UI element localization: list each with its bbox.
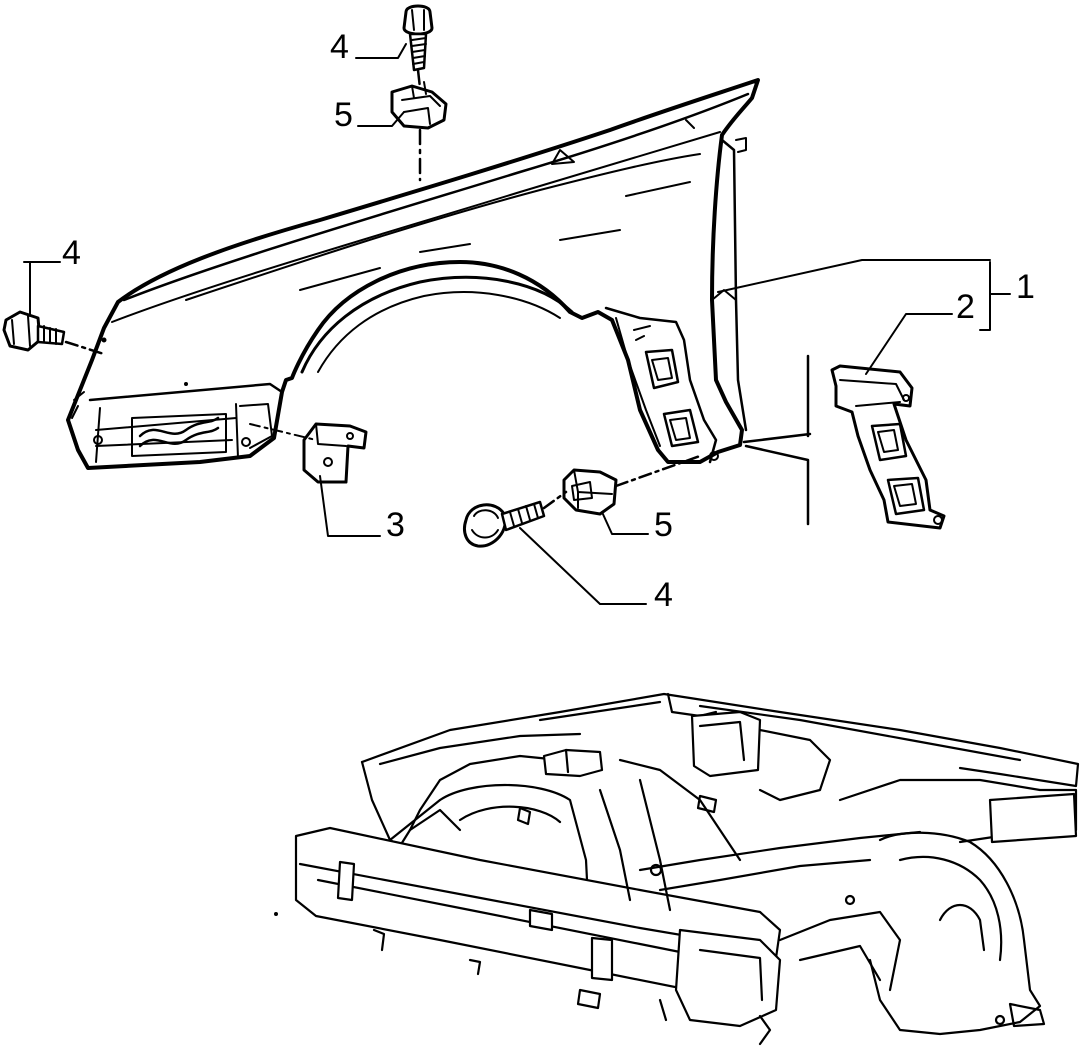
front-body-shell xyxy=(274,692,1080,1046)
callout-numbers: 4 5 4 1 2 3 5 4 xyxy=(62,28,1035,614)
rear-bracket xyxy=(830,364,946,530)
callout-5-top: 5 xyxy=(334,96,353,134)
axis-line-left xyxy=(64,340,106,356)
callout-3: 3 xyxy=(386,506,405,544)
callout-4-left: 4 xyxy=(62,234,81,272)
bolt-left xyxy=(2,310,66,352)
clip-bottom xyxy=(562,468,618,516)
callout-4-bottom: 4 xyxy=(654,576,673,614)
front-fender xyxy=(66,78,760,470)
leader-lines xyxy=(23,43,1011,605)
axis-line-top xyxy=(416,68,422,182)
callout-4-top: 4 xyxy=(330,28,349,66)
bolt-bottom xyxy=(463,500,546,548)
axis-line-front xyxy=(249,423,317,441)
callout-2: 2 xyxy=(956,288,975,326)
callout-5-right: 5 xyxy=(654,506,673,544)
front-bracket xyxy=(302,422,368,484)
callout-1: 1 xyxy=(1016,268,1035,306)
clip-top xyxy=(390,81,448,130)
bolt-top xyxy=(402,4,434,72)
axis-line-bottom xyxy=(542,454,702,510)
